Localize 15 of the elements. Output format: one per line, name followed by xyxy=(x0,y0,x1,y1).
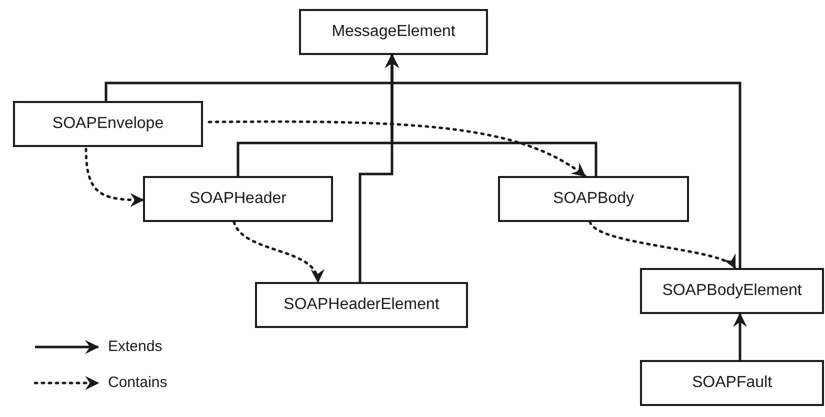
dotted-arrow xyxy=(232,220,322,284)
class-box: SOAPBodyElement xyxy=(640,268,824,314)
legend-label: Extends xyxy=(108,338,162,355)
arrow xyxy=(733,312,747,360)
class-box: SOAPEnvelope xyxy=(13,101,203,147)
dotted-arrow xyxy=(588,220,736,270)
dotted-arrow xyxy=(84,148,144,207)
class-box: MessageElement xyxy=(299,9,488,55)
class-box: SOAPHeaderElement xyxy=(255,282,468,328)
class-box: SOAPHeader xyxy=(143,176,333,222)
legend-label: Contains xyxy=(108,374,168,391)
arrow xyxy=(385,54,742,268)
class-box: SOAPBody xyxy=(498,176,689,222)
dotted-arrow xyxy=(208,120,586,178)
class-box: SOAPFault xyxy=(640,360,824,406)
